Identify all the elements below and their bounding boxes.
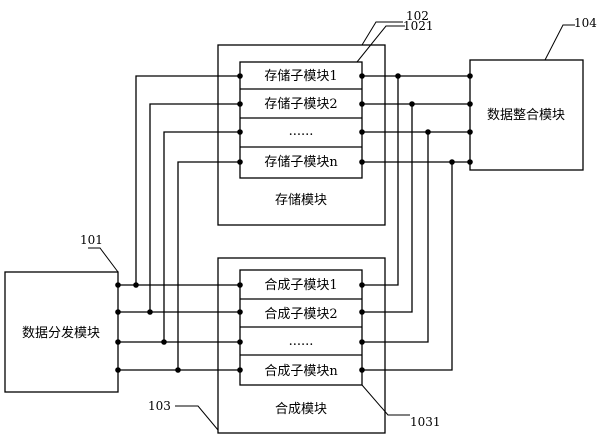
ref-103: 103 [148,399,171,413]
distributor-module-box [4,271,119,393]
integrator-module-box [469,59,584,171]
ref-101-leader [88,247,119,273]
ref-104: 104 [574,16,597,30]
ref-103-leader [175,405,219,431]
ref-104-leader [544,24,575,61]
storage-sub-ellipsis: ...... [289,124,314,139]
storage-sub-2: 存储子模块2 [264,97,337,112]
ref-1031-leader [361,384,410,416]
distributor-module-label: 数据分发模块 [22,325,100,341]
ref-102-leader [361,21,403,46]
ref-1031: 1031 [410,415,441,429]
storage-sub-n: 存储子模块n [264,155,338,170]
distributor-bus-wires [118,75,240,371]
synthesis-sub-1: 合成子模块1 [264,278,337,293]
junction-dots [115,73,473,373]
integrator-module-label: 数据整合模块 [487,108,565,123]
synthesis-sub-ellipsis: ...... [289,334,314,349]
ref-1021: 1021 [403,19,434,33]
synthesis-sub-2: 合成子模块2 [264,307,337,322]
storage-sub-1: 存储子模块1 [264,69,337,84]
ref-1021-leader [356,25,405,63]
storage-submodule-stack [239,61,363,179]
ref-101: 101 [80,233,103,247]
synthesis-module-label: 合成模块 [275,402,327,417]
storage-module-label: 存储模块 [275,193,327,208]
ref-102: 102 [406,9,429,23]
synthesis-sub-n: 合成子模块n [264,364,338,379]
